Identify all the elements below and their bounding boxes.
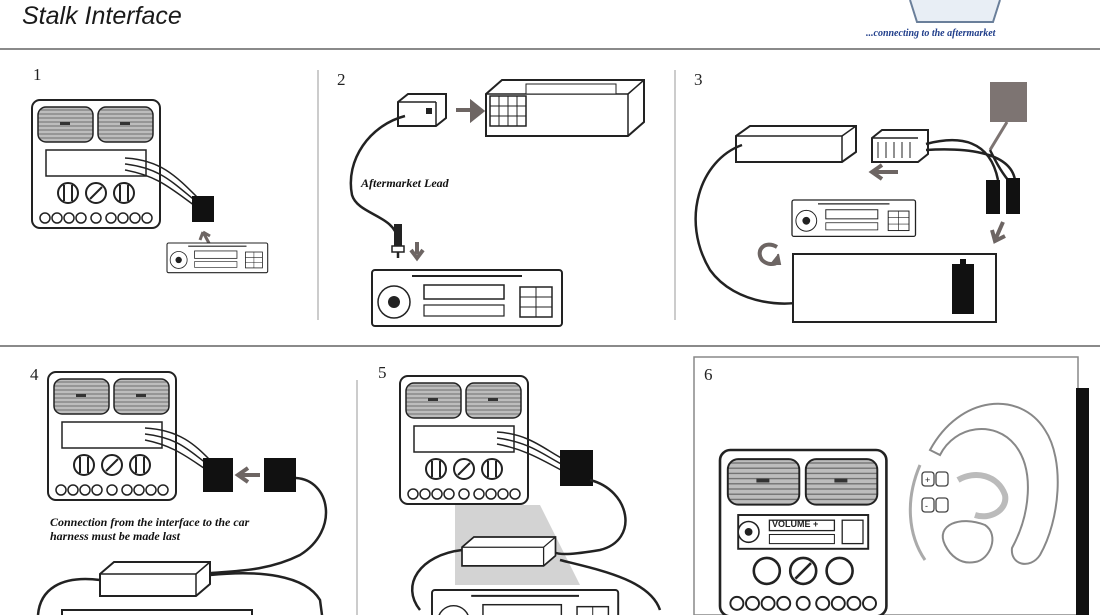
header-divider: [0, 48, 1100, 50]
steering-wheel: [908, 402, 1059, 565]
step-6-number: 6: [704, 365, 713, 384]
row-divider: [0, 345, 1100, 347]
step-1-diagram: [31, 99, 269, 274]
svg-text:+: +: [925, 475, 930, 485]
step-2-number: 2: [337, 70, 346, 89]
stalk-control-buttons: + -: [921, 471, 949, 513]
brand-tagline: ...connecting to the aftermarket: [866, 28, 996, 39]
step-5-diagram: [399, 375, 662, 615]
page-title: Stalk Interface: [22, 2, 182, 30]
brand-logo: [909, 0, 1001, 23]
step-3-number: 3: [694, 70, 703, 89]
radio-display-text: VOLUME +: [772, 519, 818, 529]
step-2-diagram: [349, 79, 645, 327]
connection-note-line2: harness must be made last: [50, 529, 181, 543]
step-6-diagram: VOLUME + + -: [718, 402, 1059, 615]
step-1-number: 1: [33, 65, 42, 84]
step-5-number: 5: [378, 363, 387, 382]
aftermarket-lead-label: Aftermarket Lead: [361, 176, 449, 190]
step-3-diagram: [694, 82, 1027, 323]
connection-note-line1: Connection from the interface to the car: [50, 515, 250, 529]
svg-text:-: -: [925, 501, 928, 511]
step-4-number: 4: [30, 365, 39, 384]
step-4-diagram: [36, 371, 328, 615]
